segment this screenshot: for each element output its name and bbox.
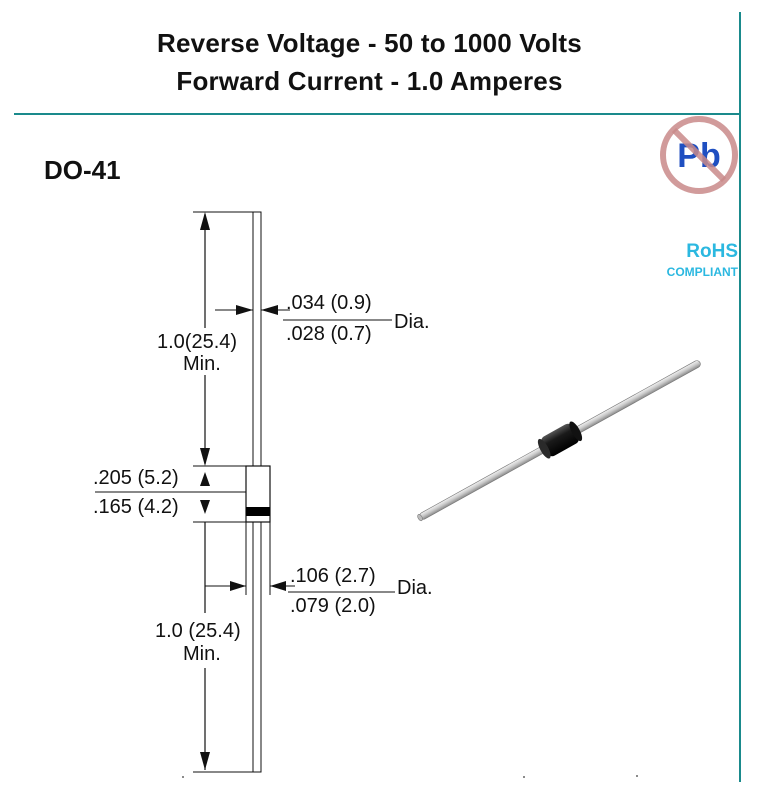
arrow-up-icon	[200, 212, 210, 230]
arrow-down-icon	[200, 500, 210, 514]
rohs-title: RoHS	[686, 241, 738, 262]
rohs-compliant-label: COMPLIANT	[666, 265, 738, 279]
body-length-max: .205 (5.2)	[93, 467, 179, 489]
top-lead-length-value: 1.0(25.4)	[157, 331, 238, 353]
rohs-badge: RoHS COMPLIANT	[620, 240, 738, 280]
right-margin-rule	[739, 12, 741, 782]
top-lead	[252, 211, 262, 471]
header: Reverse Voltage - 50 to 1000 Volts Forwa…	[0, 24, 739, 100]
lead-dia-min: .028 (0.7)	[286, 323, 372, 345]
arrow-down-icon	[200, 752, 210, 770]
cathode-band	[246, 507, 270, 516]
header-divider	[14, 113, 740, 115]
body-dia-min: .079 (2.0)	[290, 595, 376, 617]
arrow-right-icon	[236, 305, 253, 315]
bottom-lead-length-min: Min.	[183, 643, 221, 665]
arrow-down-icon	[200, 448, 210, 466]
diode-component-photo	[417, 360, 701, 522]
bottom-lead	[252, 521, 262, 773]
lead-dia-max: .034 (0.9)	[286, 292, 372, 314]
top-lead-length-min: Min.	[183, 353, 221, 375]
pb-lead-free-icon: Pb	[658, 114, 740, 196]
body-length-min: .165 (4.2)	[93, 496, 179, 518]
lead-dia-label: Dia.	[394, 311, 430, 333]
reverse-voltage-heading: Reverse Voltage - 50 to 1000 Volts	[157, 28, 582, 58]
body-dia-label: Dia.	[397, 577, 433, 599]
arrow-up-icon	[200, 472, 210, 486]
package-name: DO-41	[44, 155, 121, 185]
bottom-lead-length-value: 1.0 (25.4)	[155, 620, 241, 642]
body-dia-max: .106 (2.7)	[290, 565, 376, 587]
arrow-right-icon	[230, 581, 246, 591]
forward-current-heading: Forward Current - 1.0 Amperes	[176, 66, 563, 96]
